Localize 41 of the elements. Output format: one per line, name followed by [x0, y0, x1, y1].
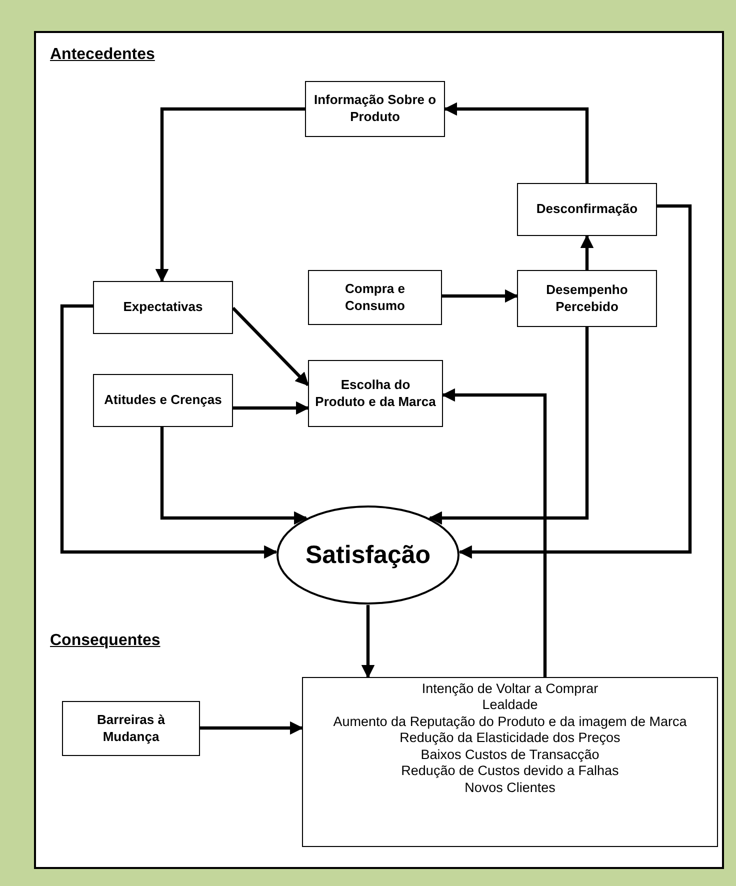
- section-heading: Antecedentes: [50, 46, 155, 64]
- section-heading: Consequentes: [50, 632, 160, 650]
- node-text: Barreiras à Mudança: [96, 712, 166, 746]
- node-text: Compra e Consumo: [344, 280, 406, 314]
- arrow: [428, 327, 589, 525]
- node-text: Redução da Elasticidade dos Preços: [400, 730, 620, 747]
- arrow: [361, 605, 375, 678]
- node-text: Aumento da Reputação do Produto e da imagem de Marca: [333, 714, 687, 730]
- arrow: [233, 401, 310, 415]
- node-text: Redução de Custos devido a Falhas: [401, 763, 619, 780]
- node-text: Novos Clientes: [464, 780, 556, 796]
- arrow: [155, 107, 305, 282]
- node-text: Escolha do Produto e da Marca: [315, 376, 436, 410]
- arrow: [580, 234, 594, 270]
- process-box: [308, 360, 443, 427]
- process-box: [308, 270, 442, 325]
- node-text: Expectativas: [123, 299, 203, 316]
- node-text: Baixos Custos de Transacção: [420, 746, 600, 764]
- arrow: [444, 102, 589, 183]
- process-box: [517, 270, 657, 327]
- ellipse-node: [276, 505, 460, 605]
- node-text: Lealdade: [482, 697, 538, 714]
- node-text: Desconfirmação: [536, 201, 638, 218]
- process-box: [305, 81, 445, 137]
- arrow: [60, 304, 278, 559]
- arrow: [442, 388, 547, 677]
- node-text: Satisfação: [305, 540, 431, 571]
- process-box: [93, 374, 233, 427]
- arrow: [232, 306, 310, 386]
- arrow: [200, 721, 304, 735]
- arrow: [458, 204, 692, 559]
- process-box: [62, 701, 200, 756]
- node-text: Desempenho Percebido: [545, 282, 629, 316]
- process-box: [93, 281, 233, 334]
- arrow: [442, 289, 518, 303]
- outcomes-box: [302, 677, 718, 847]
- process-box: [517, 183, 657, 236]
- node-text: Intenção de Voltar a Comprar: [422, 681, 598, 698]
- node-text: Informação Sobre o Produto: [312, 92, 438, 126]
- node-text: Atitudes e Crenças: [104, 392, 222, 409]
- arrow: [160, 427, 308, 525]
